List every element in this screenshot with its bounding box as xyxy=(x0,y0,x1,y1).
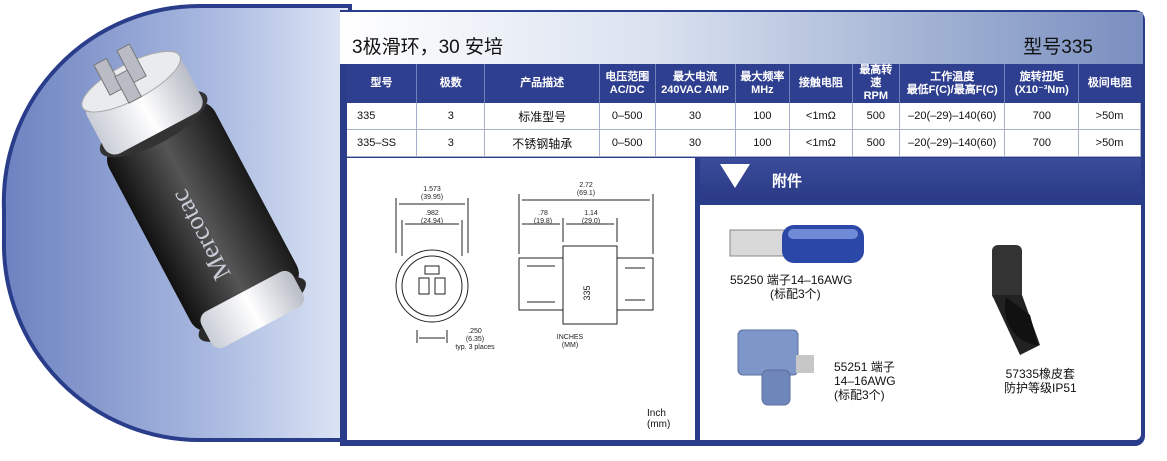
col-header: 极间电阻 xyxy=(1078,64,1141,103)
title-bar: 3极滑环，30 安培 型号335 xyxy=(340,12,1143,64)
col-header: 旋转扭矩(X10⁻³Nm) xyxy=(1004,64,1080,103)
terminal-55251-image xyxy=(737,329,814,406)
dim-inner-width: .982(24.94) xyxy=(420,210,444,225)
drawing-lines: 335 xyxy=(395,194,654,343)
accessory-label: 55251 端子 14–16AWG (标配3个) xyxy=(834,360,896,402)
dim-left: .78(19.8) xyxy=(533,210,553,225)
cell: 500 xyxy=(852,103,901,130)
col-header: 极数 xyxy=(416,64,486,103)
cell: 3 xyxy=(416,129,486,157)
col-header: 型号 xyxy=(347,64,418,103)
table-row: 335 3 标准型号 0–500 30 100 <1mΩ 500 –20(–29… xyxy=(347,103,1141,130)
cell: <1mΩ xyxy=(789,103,853,130)
dim-body: 1.14(29.0) xyxy=(581,210,601,225)
product-photo: Mercotac xyxy=(0,0,360,461)
terminal-55250-image xyxy=(729,225,864,263)
cell: 0–500 xyxy=(599,129,656,157)
unit-note: Inch(mm) xyxy=(647,408,671,430)
page-title: 3极滑环，30 安培 xyxy=(352,37,503,58)
dim-overall-width: 1.573(39.95) xyxy=(420,186,444,201)
col-header: 工作温度最低F(C)/最高F(C) xyxy=(899,64,1006,103)
cell: 不锈钢轴承 xyxy=(484,129,600,157)
cell: 100 xyxy=(735,103,791,130)
down-triangle-icon xyxy=(720,164,750,188)
model-title: 型号335 xyxy=(1023,37,1093,58)
col-header: 接触电阻 xyxy=(789,64,853,103)
cell: 3 xyxy=(416,103,486,130)
cell: –20(–29)–140(60) xyxy=(899,129,1006,157)
cell: 100 xyxy=(735,129,791,157)
col-header: 产品描述 xyxy=(484,64,600,103)
dim-overall-length: 2.72(69.1) xyxy=(576,182,596,197)
technical-drawing: 335 1.573(39.95) .982(24.94) 2.72(69.1) … xyxy=(347,158,695,440)
units-label: INCHES(MM) xyxy=(556,334,584,349)
accessory-label: 57335橡皮套 防护等级IP51 xyxy=(1004,367,1077,395)
accessories-header: 附件 xyxy=(700,158,1141,200)
cell: 335–SS xyxy=(347,129,418,157)
dim-terminal: .250(6.35)typ. 3 places xyxy=(455,328,495,351)
cell: 0–500 xyxy=(599,103,656,130)
accessories-title: 附件 xyxy=(772,173,803,190)
cell: >50m xyxy=(1078,129,1141,157)
accessories-panel: 55250 端子14–16AWG (标配3个) 55251 端子 14–16AW… xyxy=(700,205,1141,440)
cell: >50m xyxy=(1078,103,1141,130)
accessory-images xyxy=(729,225,1040,406)
cell: 335 xyxy=(347,103,418,130)
cell: 标准型号 xyxy=(484,103,600,130)
body-mark: 335 xyxy=(582,285,592,300)
cell: 30 xyxy=(655,103,736,130)
cell: 700 xyxy=(1004,129,1080,157)
cell: 500 xyxy=(852,129,901,157)
cell: <1mΩ xyxy=(789,129,853,157)
cell: –20(–29)–140(60) xyxy=(899,103,1006,130)
cell: 700 xyxy=(1004,103,1080,130)
table-row: 335–SS 3 不锈钢轴承 0–500 30 100 <1mΩ 500 –20… xyxy=(347,129,1141,157)
product-photo-panel: Mercotac xyxy=(0,0,400,461)
accessory-label: 55250 端子14–16AWG (标配3个) xyxy=(730,273,853,301)
rubber-boot-image xyxy=(992,245,1040,355)
cell: 30 xyxy=(655,129,736,157)
